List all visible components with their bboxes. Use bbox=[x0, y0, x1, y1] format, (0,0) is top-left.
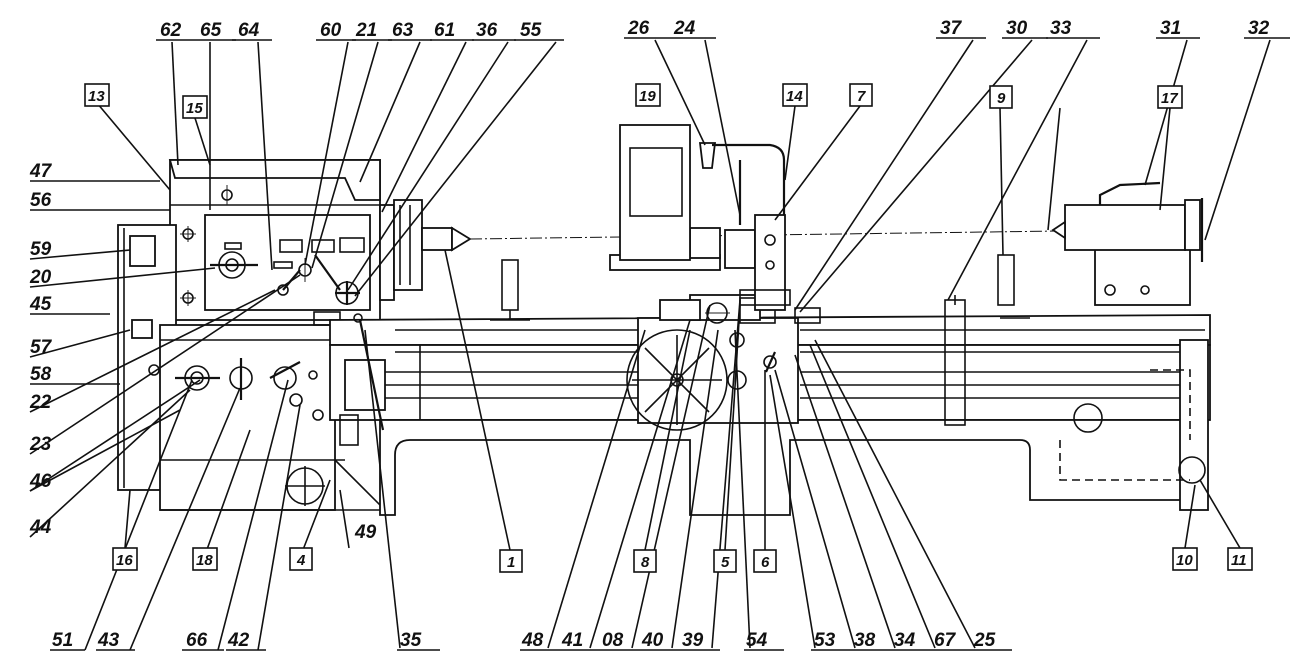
box-11: 11 bbox=[1227, 547, 1253, 571]
svg-text:18: 18 bbox=[196, 552, 213, 569]
label-40: 40 bbox=[641, 630, 664, 651]
label-24: 24 bbox=[673, 18, 696, 39]
label-63: 63 bbox=[392, 20, 414, 41]
svg-text:16: 16 bbox=[116, 552, 133, 569]
label-30: 30 bbox=[1006, 18, 1028, 39]
label-51: 51 bbox=[52, 630, 73, 651]
steady-rests bbox=[490, 254, 1030, 426]
label-65: 65 bbox=[200, 20, 222, 41]
svg-text:7: 7 bbox=[857, 88, 866, 105]
label-60: 60 bbox=[320, 20, 342, 41]
gearbox-controls bbox=[148, 358, 324, 421]
svg-text:9: 9 bbox=[997, 90, 1006, 107]
svg-text:19: 19 bbox=[639, 88, 656, 105]
spindle-chuck bbox=[379, 199, 472, 301]
label-58: 58 bbox=[30, 364, 52, 385]
label-20: 20 bbox=[29, 267, 52, 288]
label-66: 66 bbox=[186, 630, 208, 651]
label-25: 25 bbox=[973, 630, 996, 651]
box-15: 15 bbox=[182, 95, 208, 119]
box-1: 1 bbox=[499, 549, 523, 573]
label-26: 26 bbox=[627, 18, 650, 39]
box-4: 4 bbox=[289, 547, 313, 571]
box-14: 14 bbox=[782, 83, 808, 107]
label-48: 48 bbox=[521, 630, 544, 651]
svg-text:13: 13 bbox=[88, 88, 105, 105]
box-16: 16 bbox=[112, 547, 138, 571]
svg-text:10: 10 bbox=[1176, 552, 1193, 569]
label-38: 38 bbox=[854, 630, 876, 651]
label-55: 55 bbox=[520, 20, 542, 41]
label-44: 44 bbox=[29, 517, 52, 538]
label-33: 33 bbox=[1050, 18, 1072, 39]
label-49: 49 bbox=[354, 522, 377, 543]
label-36: 36 bbox=[476, 20, 498, 41]
headstock bbox=[168, 159, 381, 321]
label-56: 56 bbox=[30, 190, 52, 211]
svg-text:5: 5 bbox=[721, 554, 730, 571]
tailstock bbox=[1051, 181, 1204, 306]
svg-text:14: 14 bbox=[786, 88, 803, 105]
callout-labels: 62 65 64 60 21 63 61 36 55 26 24 37 30 3… bbox=[29, 18, 1270, 651]
label-39: 39 bbox=[682, 630, 704, 651]
label-54: 54 bbox=[746, 630, 768, 651]
svg-text:17: 17 bbox=[1161, 90, 1178, 107]
box-18: 18 bbox=[192, 547, 218, 571]
label-47: 47 bbox=[29, 161, 53, 182]
boxed-labels: 13 15 19 14 7 9 17 16 bbox=[84, 83, 1253, 573]
box-10: 10 bbox=[1172, 547, 1198, 571]
svg-text:15: 15 bbox=[186, 100, 203, 117]
label-57: 57 bbox=[30, 337, 53, 358]
base bbox=[379, 339, 1209, 516]
box-8: 8 bbox=[633, 549, 657, 573]
box-17: 17 bbox=[1157, 85, 1183, 109]
label-64: 64 bbox=[238, 20, 260, 41]
box-6: 6 bbox=[753, 549, 777, 573]
lathe-drawing bbox=[117, 124, 1211, 516]
label-31: 31 bbox=[1160, 18, 1181, 39]
carriage bbox=[626, 294, 821, 431]
label-23: 23 bbox=[29, 434, 52, 455]
box-9: 9 bbox=[989, 85, 1013, 109]
label-21: 21 bbox=[355, 20, 377, 41]
box-7: 7 bbox=[849, 83, 873, 107]
label-32: 32 bbox=[1248, 18, 1270, 39]
label-45: 45 bbox=[29, 294, 52, 315]
label-37: 37 bbox=[940, 18, 963, 39]
rod-levers bbox=[339, 313, 385, 446]
box-13: 13 bbox=[84, 83, 110, 107]
label-41: 41 bbox=[561, 630, 583, 651]
label-67: 67 bbox=[934, 630, 957, 651]
label-08: 08 bbox=[602, 630, 624, 651]
box-5: 5 bbox=[713, 549, 737, 573]
label-42: 42 bbox=[227, 630, 250, 651]
svg-text:1: 1 bbox=[507, 554, 515, 571]
label-43: 43 bbox=[97, 630, 120, 651]
label-46: 46 bbox=[29, 471, 52, 492]
svg-text:4: 4 bbox=[296, 552, 306, 569]
chuck-shield bbox=[619, 124, 786, 261]
label-61: 61 bbox=[434, 20, 455, 41]
svg-text:11: 11 bbox=[1231, 552, 1247, 569]
label-22: 22 bbox=[29, 392, 52, 413]
gearbox bbox=[159, 324, 386, 511]
label-53: 53 bbox=[814, 630, 836, 651]
svg-text:8: 8 bbox=[641, 554, 650, 571]
label-59: 59 bbox=[30, 239, 52, 260]
label-62: 62 bbox=[160, 20, 182, 41]
label-35: 35 bbox=[400, 630, 422, 651]
box-19: 19 bbox=[635, 83, 661, 107]
leader-lines bbox=[29, 37, 1290, 651]
label-34: 34 bbox=[894, 630, 916, 651]
svg-text:6: 6 bbox=[761, 554, 770, 571]
